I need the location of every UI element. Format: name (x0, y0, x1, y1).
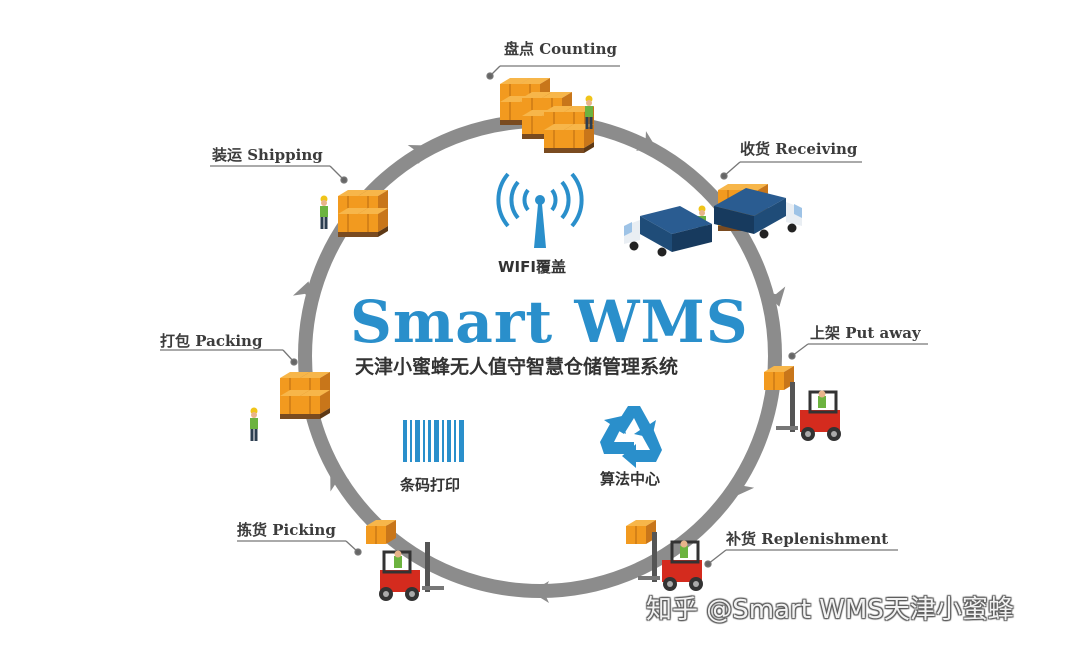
putaway-forklift-icon (774, 380, 843, 443)
stage-label-put-away: 上架 Put away (810, 324, 921, 342)
packing-worker-icon (250, 407, 258, 441)
stage-label-picking: 拣货 Picking (237, 521, 336, 539)
algorithm-label: 算法中心 (600, 470, 661, 488)
stage-label-replenishment: 补货 Replenishment (726, 530, 889, 548)
counting-pallet-icon (500, 78, 594, 153)
shipping-worker-icon (320, 195, 328, 229)
barcode-icon (403, 420, 464, 462)
stage-label-receiving: 收货 Receiving (740, 140, 858, 158)
barcode-label: 条码打印 (400, 476, 461, 494)
stage-label-counting: 盘点 Counting (504, 40, 617, 58)
stage-label-shipping: 装运 Shipping (212, 146, 323, 164)
receiving-truck-icon (624, 206, 712, 257)
putaway-box-icon (763, 365, 795, 391)
wifi-label: WIFI覆盖 (498, 258, 566, 276)
recycle-icon (600, 406, 662, 468)
watermark: 知乎 @Smart WMS天津小蜜蜂 (646, 595, 1014, 625)
stage-label-packing: 打包 Packing (160, 332, 263, 350)
page-title: Smart WMS (350, 288, 749, 356)
wifi-tower-icon (496, 172, 584, 248)
picking-box-icon (365, 519, 397, 545)
replenishment-box-icon (625, 519, 657, 545)
page-subtitle: 天津小蜜蜂无人值守智慧仓储管理系统 (355, 356, 679, 378)
shipping-pallet-icon (338, 190, 388, 237)
packing-pallet-icon (280, 372, 330, 419)
